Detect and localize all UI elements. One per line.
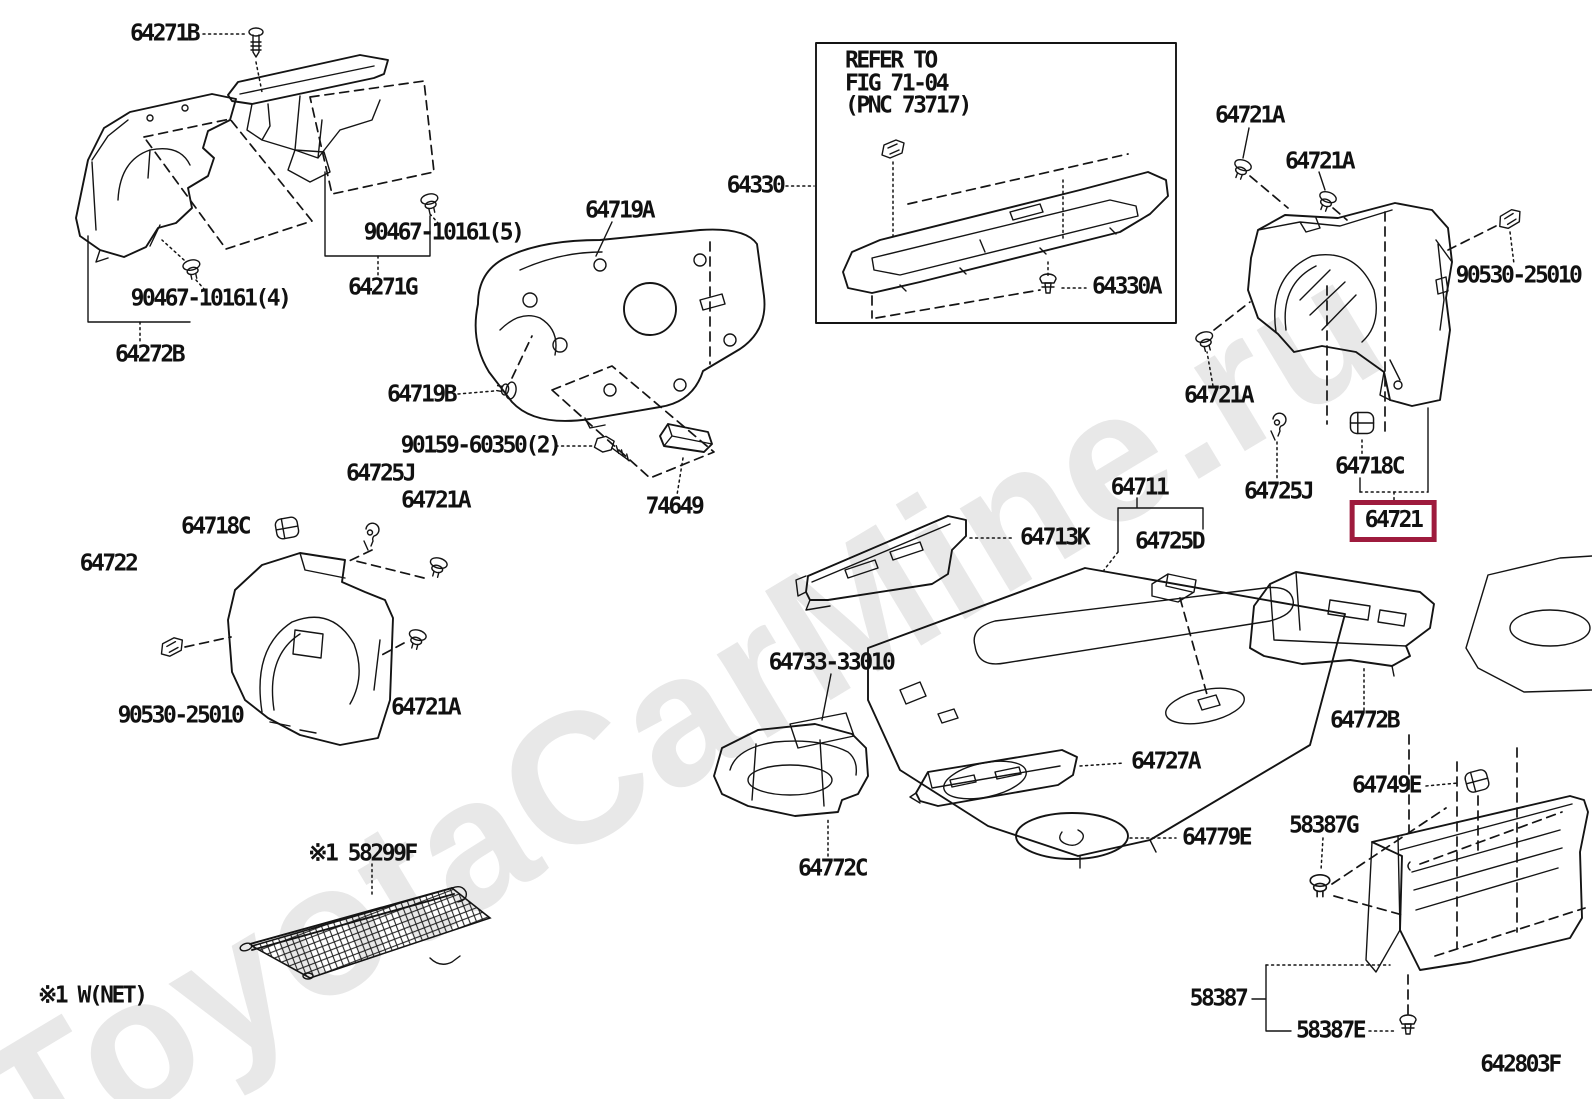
part-label-64718c-left: 64718C <box>180 513 252 540</box>
part-label-64721a-left-upper: 64721A <box>400 487 472 514</box>
part-label-64718c-right: 64718C <box>1334 453 1406 480</box>
spacer-64727a <box>909 749 1078 807</box>
leader-lines <box>87 33 1515 1032</box>
part-label-64711: 64711 <box>1110 474 1170 501</box>
panel-64272b <box>75 93 313 263</box>
part-label-64719b: 64719B <box>386 381 458 408</box>
assembly-64271g <box>181 27 442 282</box>
floor-mat-64711 <box>867 567 1346 869</box>
part-label-90467-10161-4: 90467-10161(4) <box>130 285 292 312</box>
part-label-64725j-left: 64725J <box>345 460 417 487</box>
part-label-90467-10161-5: 90467-10161(5) <box>363 219 525 246</box>
part-label-64725d: 64725D <box>1134 528 1206 555</box>
part-label-64330a: 64330A <box>1091 273 1163 300</box>
part-label-64721a-left-lower: 64721A <box>390 694 462 721</box>
part-label-90159-60350: 90159-60350(2) <box>400 432 562 459</box>
refer-note-line-1: REFER TO <box>845 47 938 74</box>
part-label-74649: 74649 <box>645 493 705 520</box>
disc-64779e <box>1015 812 1129 860</box>
sill-64713k <box>795 515 967 611</box>
part-label-58387: 58387 <box>1189 985 1249 1012</box>
part-label-90530-25010-right: 90530-25010 <box>1455 262 1583 289</box>
part-label-64330: 64330 <box>726 172 786 199</box>
panel-64721-right-quarter <box>1194 156 1523 441</box>
part-label-64721a-right-1: 64721A <box>1214 102 1286 129</box>
panel-58387 <box>1309 747 1589 1035</box>
box-64772b <box>1249 555 1592 693</box>
part-label-64721a-right-2: 64721A <box>1284 148 1356 175</box>
panel-64719a <box>474 228 766 429</box>
part-label-64725j-right: 64725J <box>1243 478 1315 505</box>
part-label-90530-25010-left: 90530-25010 <box>117 702 245 729</box>
assembly-74649 <box>551 241 715 479</box>
part-label-64721-highlighted: 64721 <box>1349 500 1437 542</box>
part-label-58387g: 58387G <box>1288 812 1360 839</box>
tray-64772c <box>713 723 869 817</box>
part-label-64727a: 64727A <box>1130 748 1202 775</box>
part-label-58387e: 58387E <box>1295 1017 1367 1044</box>
refer-note-line-3: (PNC 73717) <box>845 92 972 119</box>
panel-64722 <box>159 515 449 746</box>
part-label-64779e: 64779E <box>1181 824 1253 851</box>
part-label-64772b: 64772B <box>1329 707 1401 734</box>
part-label-64713k: 64713K <box>1019 524 1091 551</box>
part-label-64772c: 64772C <box>797 855 869 882</box>
part-label-58299f: ※1 58299F <box>308 840 418 867</box>
part-label-64719a: 64719A <box>584 197 656 224</box>
refer-box-64330 <box>815 42 1177 324</box>
part-label-64722: 64722 <box>79 550 139 577</box>
part-label-64749e: 64749E <box>1351 772 1423 799</box>
net-58299f <box>239 885 492 980</box>
refer-note-line-2: FIG 71-04 <box>845 70 950 97</box>
part-label-64721a-right-3: 64721A <box>1183 382 1255 409</box>
part-label-64272b: 64272B <box>114 341 186 368</box>
diagram-code: 642803F <box>1480 1051 1562 1078</box>
part-label-64733-33010: 64733-33010 <box>768 649 896 676</box>
part-label-64271g: 64271G <box>347 274 419 301</box>
part-label-64271b: 64271B <box>129 20 201 47</box>
footnote-wnet: ※1 W(NET) <box>38 982 148 1009</box>
